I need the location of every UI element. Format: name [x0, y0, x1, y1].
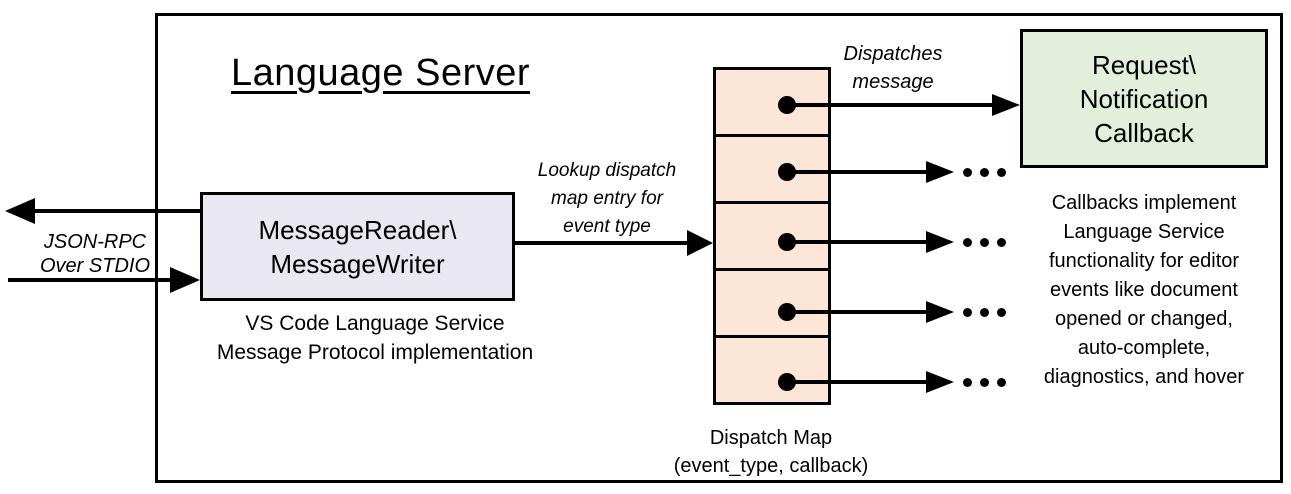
- lookup-label-line2: map entry for: [551, 188, 663, 209]
- language-server-container-box: [155, 13, 1283, 483]
- dispatch-map-cell: [713, 335, 831, 405]
- dispatches-message-label: Dispatches message: [833, 40, 953, 96]
- ellipsis-icon: [963, 168, 1006, 177]
- arrowhead-right-icon: [926, 231, 954, 253]
- arrowhead-right-icon: [687, 230, 713, 256]
- arrowhead-right-icon: [926, 371, 954, 393]
- callback-description-line: events like document: [1050, 279, 1238, 301]
- arrow-line: [8, 278, 172, 282]
- dispatch-map-caption: Dispatch Map (event_type, callback): [655, 424, 887, 480]
- ellipsis-icon: [963, 238, 1006, 247]
- reader-caption-line1: VS Code Language Service: [245, 312, 505, 335]
- io-protocol-label: JSON-RPC Over STDIO: [22, 230, 168, 278]
- arrow-line: [787, 170, 926, 174]
- callback-description-line: functionality for editor: [1048, 250, 1240, 272]
- reader-box-line1: MessageReader\: [258, 214, 457, 245]
- arrow-line: [787, 103, 992, 107]
- arrowhead-right-icon: [926, 161, 954, 183]
- request-notification-callback-box: Request\ Notification Callback: [1020, 29, 1268, 168]
- dispatch-map-cell: [713, 268, 831, 338]
- dispatch-map-caption-line2: (event_type, callback): [673, 455, 869, 477]
- arrow-line: [515, 241, 689, 245]
- ellipsis-icon: [963, 378, 1006, 387]
- diagram-title: Language Server: [231, 52, 531, 94]
- lookup-label: Lookup dispatch map entry for event type: [518, 157, 696, 241]
- callback-description-line: Language Service: [1063, 221, 1225, 243]
- callback-description-line: auto-complete,: [1077, 337, 1211, 359]
- arrowhead-left-icon: [5, 198, 35, 224]
- arrowhead-right-icon: [992, 94, 1020, 116]
- arrow-line: [33, 209, 200, 213]
- lookup-label-line3: event type: [563, 216, 651, 237]
- callback-box-line3: Callback: [1094, 117, 1194, 148]
- io-protocol-label-line2: Over STDIO: [39, 255, 150, 277]
- reader-box-line2: MessageWriter: [270, 248, 445, 279]
- callback-description-line: opened or changed,: [1055, 308, 1233, 330]
- message-reader-writer-box: MessageReader\ MessageWriter: [200, 192, 515, 301]
- callback-description-line: diagnostics, and hover: [1043, 366, 1245, 388]
- callback-box-line1: Request\: [1091, 49, 1197, 80]
- reader-caption-line2: Message Protocol implementation: [216, 341, 534, 364]
- dispatch-map-cell: [713, 67, 831, 137]
- dispatches-message-label-line1: Dispatches: [843, 43, 943, 65]
- io-protocol-label-line1: JSON-RPC: [43, 231, 147, 253]
- arrowhead-right-icon: [170, 267, 200, 293]
- lookup-label-line1: Lookup dispatch: [537, 160, 677, 181]
- dispatch-map-cell: [713, 201, 831, 271]
- arrow-line: [787, 380, 926, 384]
- arrow-line: [787, 310, 926, 314]
- callback-box-line2: Notification: [1079, 83, 1209, 114]
- dispatch-map-caption-line1: Dispatch Map: [709, 427, 833, 449]
- ellipsis-icon: [963, 308, 1006, 317]
- arrow-line: [787, 240, 926, 244]
- callback-description: Callbacks implement Language Service fun…: [1006, 189, 1282, 392]
- callback-description-line: Callbacks implement: [1051, 192, 1237, 214]
- dispatch-map-table: [713, 67, 831, 405]
- arrowhead-right-icon: [926, 301, 954, 323]
- reader-caption: VS Code Language Service Message Protoco…: [190, 309, 560, 367]
- dispatches-message-label-line2: message: [852, 71, 934, 93]
- dispatch-map-cell: [713, 134, 831, 204]
